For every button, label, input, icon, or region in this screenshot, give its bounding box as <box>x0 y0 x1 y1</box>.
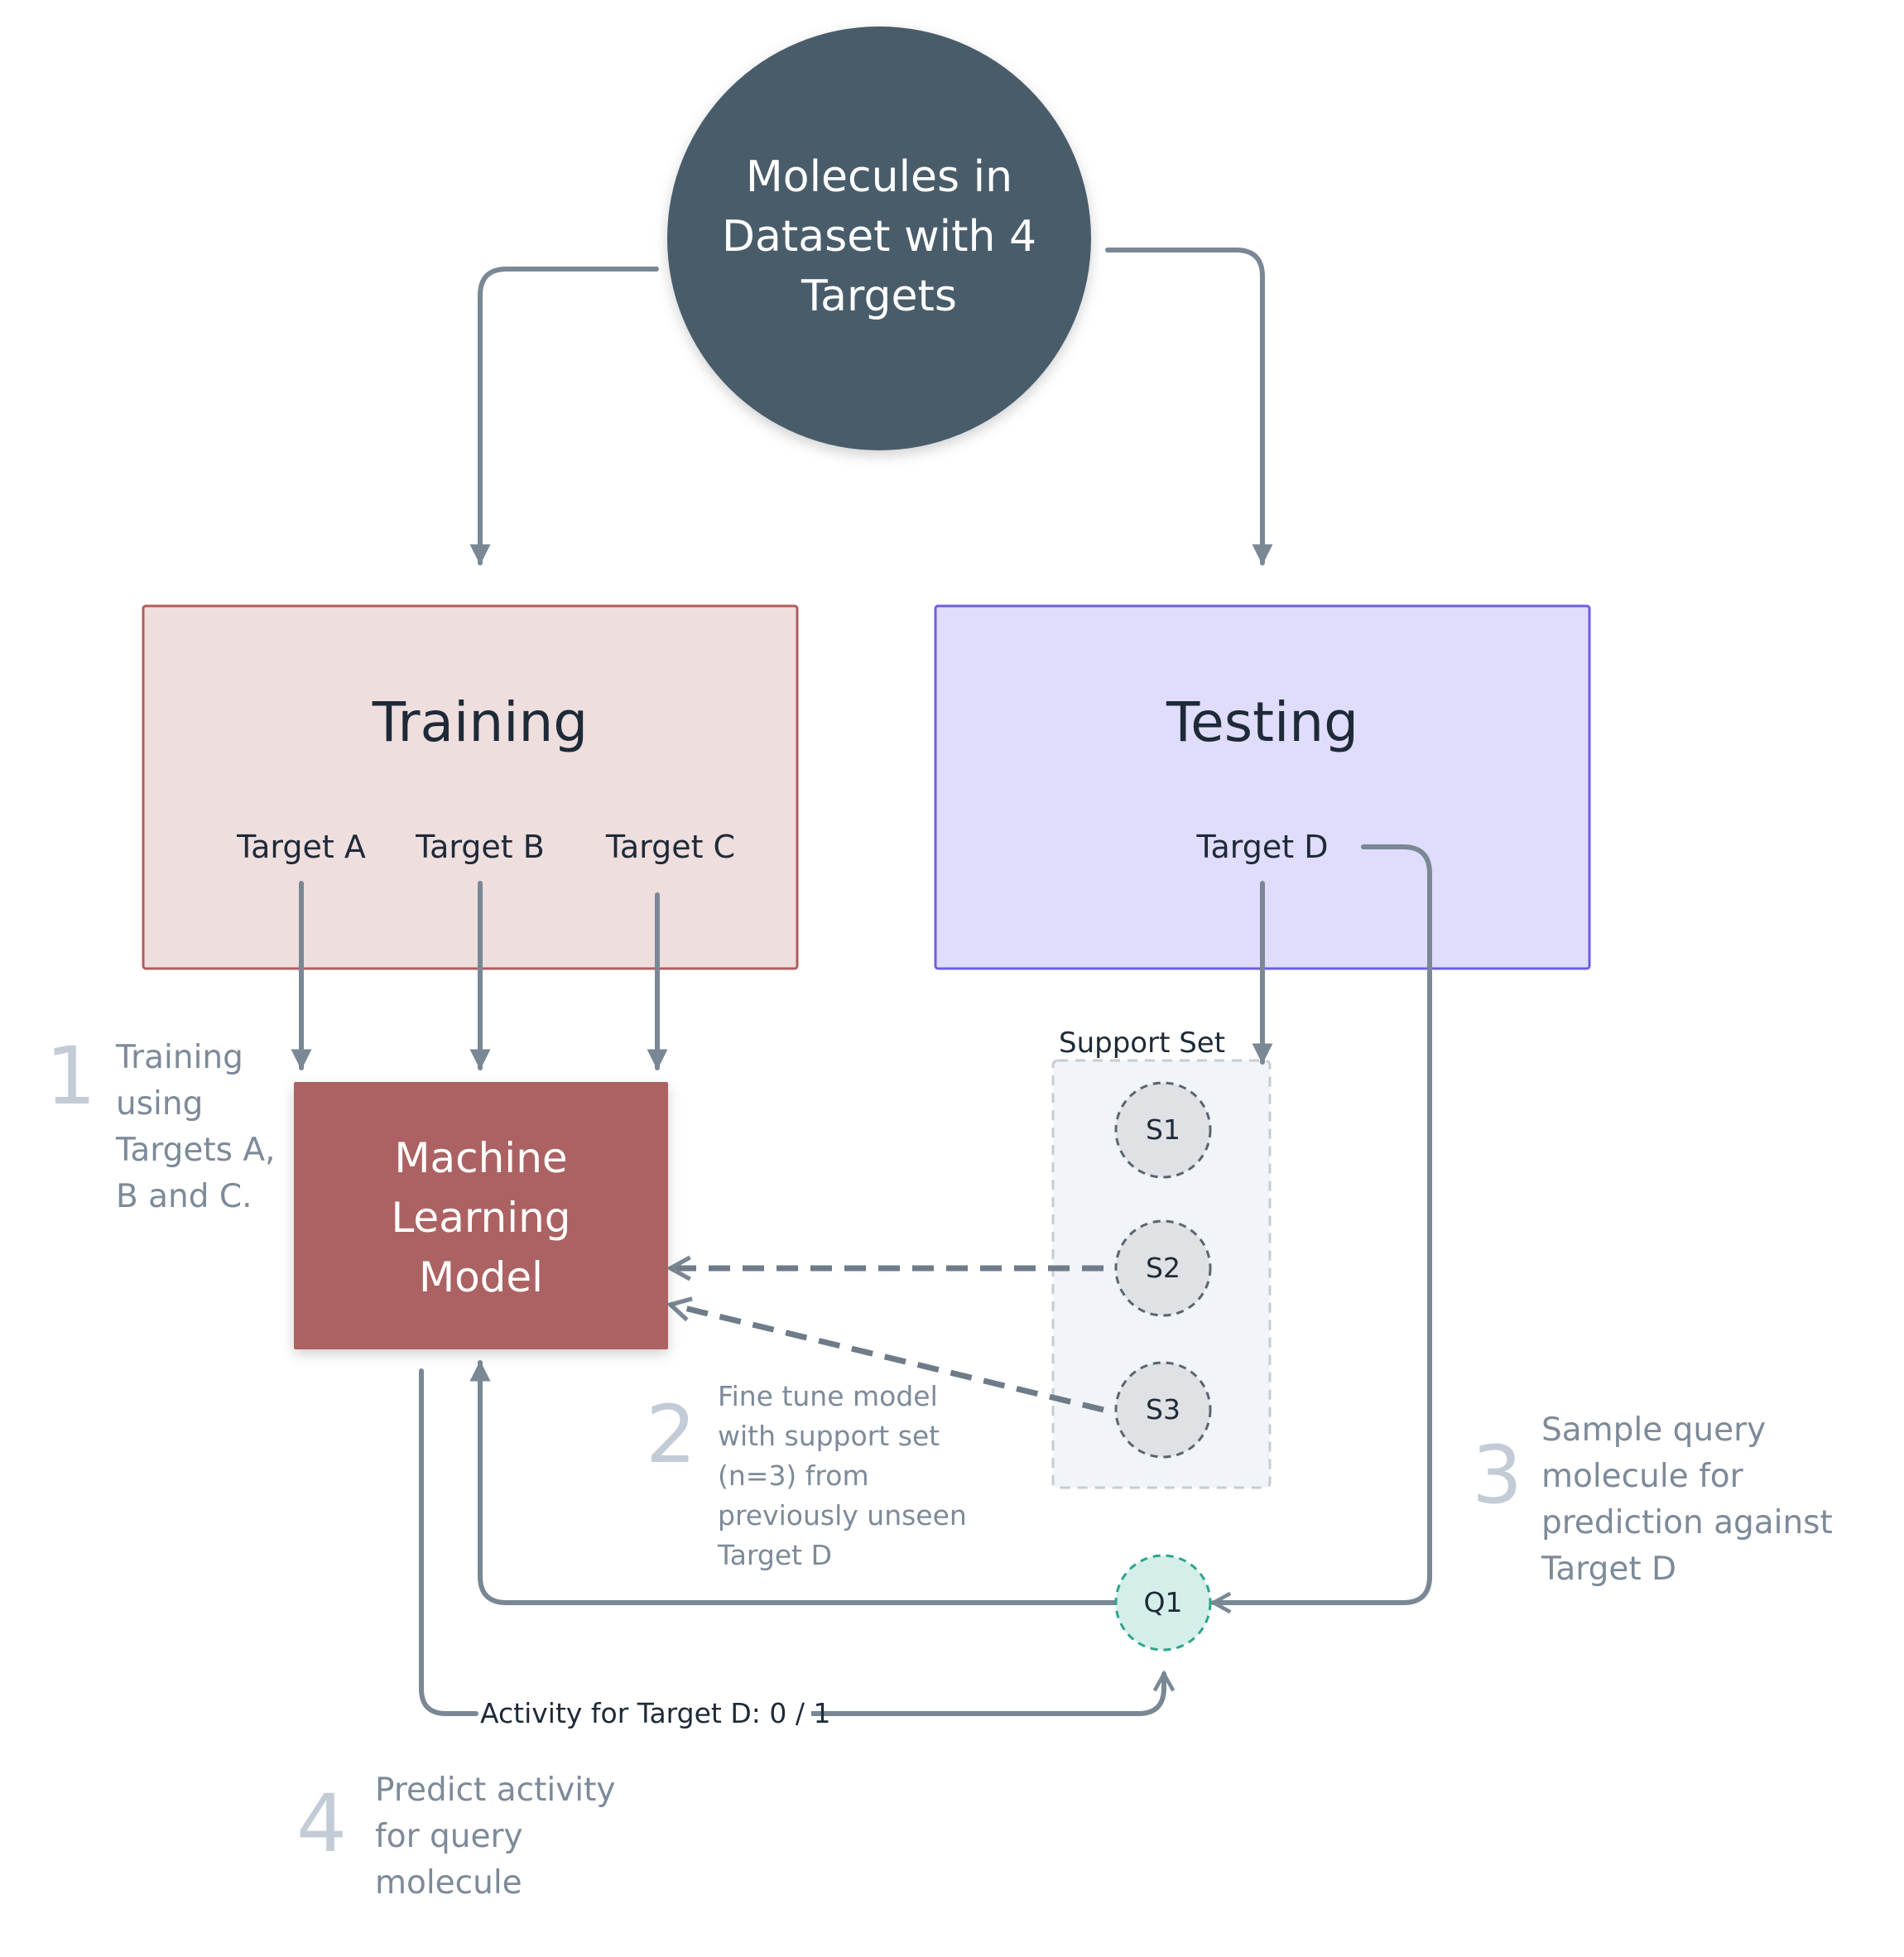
edge-s3-to-model <box>671 1305 1104 1413</box>
step-1-line: Training <box>116 1039 243 1076</box>
source-label-line: Dataset with 4 <box>721 212 1037 262</box>
step-3-line: molecule for <box>1541 1458 1743 1495</box>
source-node <box>667 26 1091 450</box>
step-3-text: Sample query molecule for prediction aga… <box>1541 1407 1889 1593</box>
model-node <box>294 1082 668 1349</box>
activity-edge-label: Activity for Target D: 0 / 1 <box>480 1697 831 1730</box>
step-1-line: using <box>116 1085 204 1123</box>
source-node-label: Molecules in Dataset with 4 Targets <box>672 147 1086 326</box>
step-2-line: previously unseen <box>718 1499 967 1531</box>
step-1-text: Training using Targets A, B and C. <box>116 1035 306 1220</box>
support-node-s1-label: S1 <box>1146 1113 1180 1146</box>
step-4-line: molecule <box>375 1864 522 1902</box>
support-node-s3-label: S3 <box>1146 1393 1180 1426</box>
training-title: Training <box>372 690 589 754</box>
support-node-s2 <box>1114 1219 1212 1317</box>
edge-model-to-query <box>419 1368 1164 1716</box>
edge-source-to-training <box>469 267 659 565</box>
step-3-line: prediction against <box>1541 1504 1833 1541</box>
model-label-line: Machine <box>394 1134 568 1182</box>
testing-title: Testing <box>1166 690 1359 754</box>
edge-source-to-testing <box>1105 248 1273 565</box>
step-1-line: B and C. <box>116 1178 252 1215</box>
step-4-line: for query <box>375 1818 523 1855</box>
step-3-number: 3 <box>1472 1429 1523 1522</box>
step-2-line: Fine tune model <box>718 1380 938 1412</box>
training-target-b: Target B <box>416 829 545 865</box>
edge-query-to-model <box>469 1360 1118 1605</box>
model-label-line: Learning <box>391 1194 571 1242</box>
training-box <box>142 604 799 970</box>
training-target-c: Target C <box>605 829 736 865</box>
source-label-line: Molecules in <box>745 152 1013 202</box>
step-2-text: Fine tune model with support set (n=3) f… <box>718 1377 1016 1575</box>
step-2-line: with support set <box>718 1420 940 1452</box>
model-node-label: Machine Learning Model <box>294 1128 668 1307</box>
support-node-s3 <box>1114 1361 1212 1459</box>
edge-target-d-to-query <box>1214 844 1432 1603</box>
step-4-text: Predict activity for query molecule <box>375 1767 723 1907</box>
step-4-line: Predict activity <box>375 1772 616 1809</box>
step-2-line: Target D <box>718 1539 832 1571</box>
step-4-number: 4 <box>296 1777 348 1870</box>
query-node-label: Q1 <box>1143 1586 1183 1618</box>
support-node-s1 <box>1114 1081 1212 1179</box>
query-node <box>1114 1554 1212 1652</box>
testing-target-d: Target D <box>1196 829 1329 865</box>
support-set-title: Support Set <box>1059 1027 1226 1060</box>
step-2-line: (n=3) from <box>718 1459 869 1492</box>
training-target-a: Target A <box>237 829 366 865</box>
step-1-line: Targets A, <box>116 1132 276 1169</box>
source-label-line: Targets <box>801 272 957 321</box>
step-3-line: Sample query <box>1541 1411 1767 1449</box>
support-node-s2-label: S2 <box>1146 1252 1180 1284</box>
step-3-line: Target D <box>1541 1551 1677 1588</box>
step-2-number: 2 <box>646 1388 697 1481</box>
step-1-number: 1 <box>46 1030 97 1123</box>
model-label-line: Model <box>418 1253 544 1301</box>
